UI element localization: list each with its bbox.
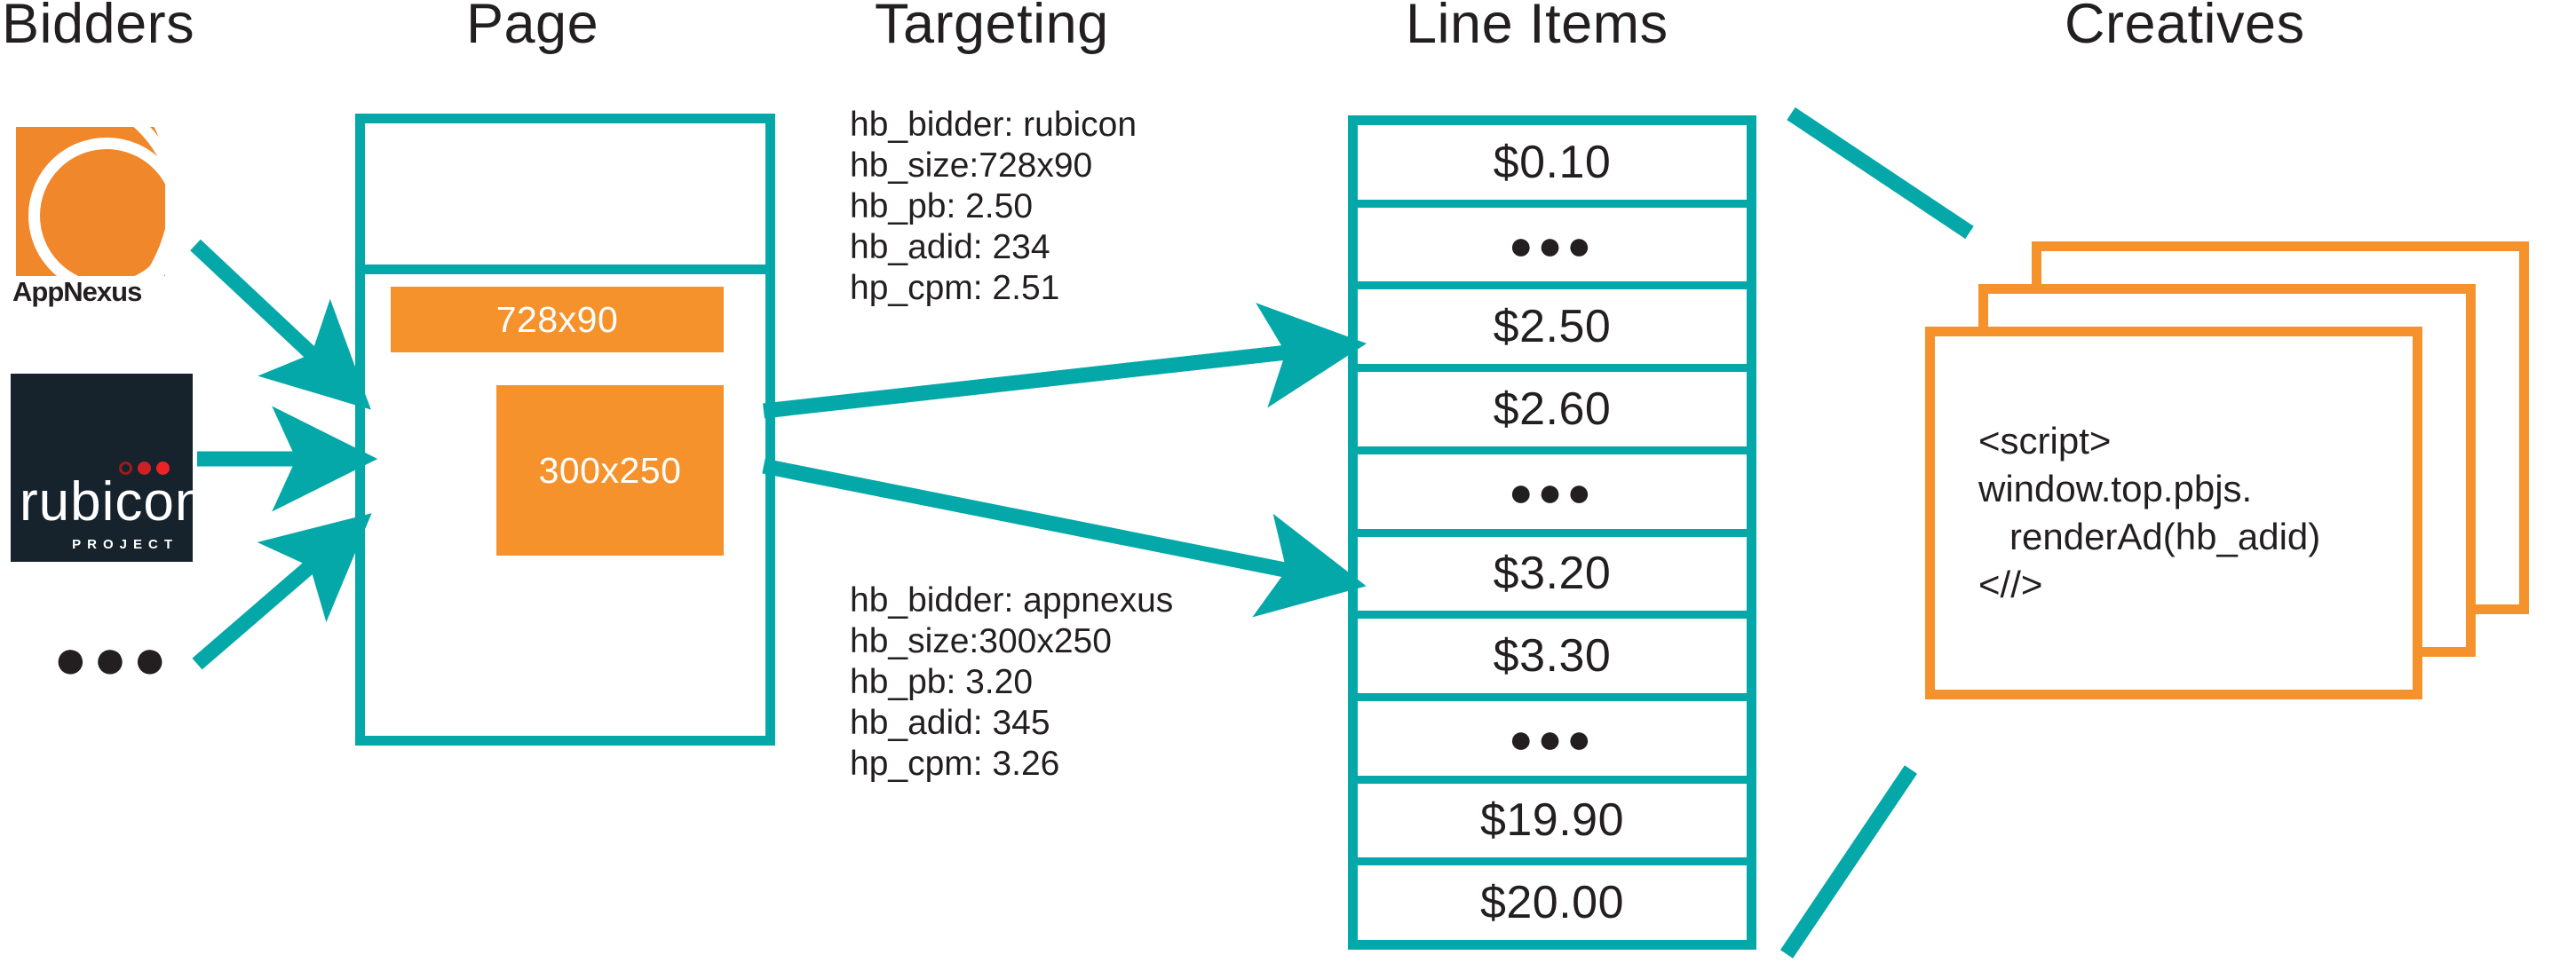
line-item-row[interactable]: $2.50 — [1358, 289, 1747, 365]
column-heading-line-items: Line Items — [1406, 0, 1668, 55]
creative-card-front[interactable] — [1925, 327, 2422, 699]
column-heading-bidders: Bidders — [2, 0, 195, 55]
line-item-row[interactable]: $2.60 — [1358, 372, 1747, 446]
rubicon-dots-icon — [119, 462, 170, 475]
targeting-line-hp-cpm: hp_cpm: 3.26 — [850, 745, 1060, 783]
targeting-line-hb-bidder: hb_bidder: rubicon — [850, 106, 1137, 144]
targeting-line-hb-size: hb_size:300x250 — [850, 622, 1112, 660]
targeting-line-hb-bidder: hb_bidder: appnexus — [850, 581, 1174, 620]
line-items-table: $0.10 ●●● $2.50 $2.60 ●●● $3.20 $3.30 ●●… — [1348, 115, 1756, 950]
rubicon-project-logo-icon: rubicon PROJECT — [11, 374, 193, 562]
arrow-appnexus-to-page — [190, 239, 371, 410]
targeting-line-hb-adid: hb_adid: 234 — [850, 228, 1050, 266]
line-item-row[interactable]: $20.00 — [1358, 865, 1747, 941]
appnexus-logo-icon — [16, 127, 165, 276]
creative-code-snippet: <script> window.top.pbjs. renderAd(hb_ad… — [1978, 420, 2321, 605]
targeting-line-hb-adid: hb_adid: 345 — [850, 704, 1050, 742]
connector-line-items-to-creatives-lower — [1779, 765, 1918, 959]
targeting-line-hb-size: hb_size:728x90 — [850, 146, 1093, 185]
appnexus-wordmark: AppNexus — [12, 276, 142, 307]
column-heading-creatives: Creatives — [2065, 0, 2305, 55]
line-item-row[interactable]: $0.10 — [1358, 125, 1747, 200]
targeting-line-hb-pb: hb_pb: 3.20 — [850, 663, 1034, 701]
line-item-row: ●●● — [1358, 700, 1747, 776]
rubicon-subtitle: PROJECT — [72, 537, 178, 552]
rubicon-wordmark: rubicon — [20, 471, 193, 533]
ad-slot-300x250[interactable]: 300x250 — [496, 385, 724, 556]
bidders-more-ellipsis: ●●● — [53, 627, 172, 691]
targeting-block-rubicon: hb_bidder: rubicon hb_size:728x90 hb_pb:… — [850, 105, 1137, 309]
column-heading-page: Page — [466, 0, 599, 55]
targeting-line-hp-cpm: hp_cpm: 2.51 — [850, 269, 1060, 307]
page-header-divider — [355, 264, 775, 274]
line-item-row: ●●● — [1358, 207, 1747, 282]
line-item-row: ●●● — [1358, 454, 1747, 529]
line-item-row[interactable]: $3.30 — [1358, 619, 1747, 693]
appnexus-arc-icon — [16, 127, 165, 276]
column-heading-targeting: Targeting — [875, 0, 1109, 55]
targeting-line-hb-pb: hb_pb: 2.50 — [850, 187, 1034, 225]
arrow-page-to-line-item-250 — [763, 303, 1367, 419]
arrow-page-to-line-item-320 — [762, 458, 1367, 618]
targeting-block-appnexus: hb_bidder: appnexus hb_size:300x250 hb_p… — [850, 580, 1173, 785]
connector-line-items-to-creatives-bottom — [1790, 957, 1792, 959]
line-item-row[interactable]: $3.20 — [1358, 536, 1747, 612]
arrow-more-bidders-to-page — [192, 513, 372, 670]
ad-slot-728x90[interactable]: 728x90 — [391, 287, 724, 352]
connector-line-items-to-creatives-top — [1787, 107, 1974, 240]
line-item-row[interactable]: $19.90 — [1358, 783, 1747, 858]
